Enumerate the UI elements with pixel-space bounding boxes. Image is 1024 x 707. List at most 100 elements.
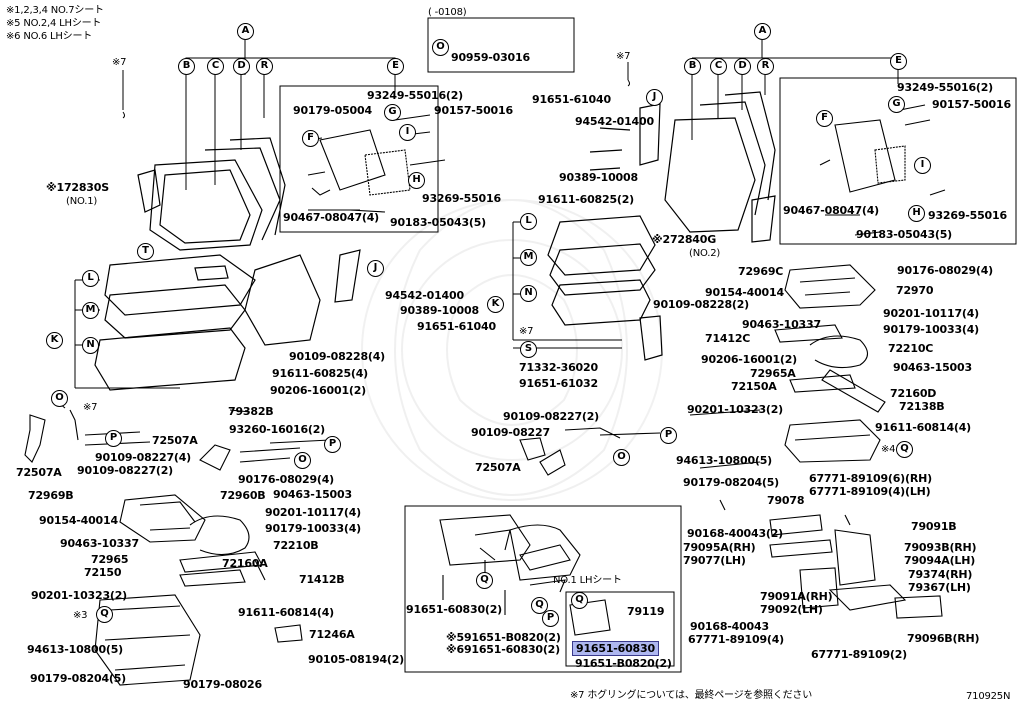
part-label: 79367(LH) — [908, 581, 971, 594]
callout-L: L — [520, 213, 537, 230]
part-label: ※4 — [881, 444, 896, 455]
part-label: 72965A — [750, 367, 796, 380]
callout-L: L — [82, 270, 99, 287]
callout-G: G — [888, 96, 905, 113]
part-label: 90179-08204(5) — [683, 476, 780, 489]
callout-I: I — [399, 124, 416, 141]
callout-K: K — [46, 332, 63, 349]
part-label: 90206-16001(2) — [270, 384, 367, 397]
part-label: 90183-05043(5) — [856, 228, 953, 241]
callout-R: R — [256, 58, 273, 75]
frame-left-detail — [279, 85, 439, 233]
callout-M: M — [520, 249, 537, 266]
part-label: (NO.1) — [66, 196, 98, 207]
callout-N: N — [520, 285, 537, 302]
part-label: ※272840G — [652, 233, 717, 246]
callout-B: B — [684, 58, 701, 75]
part-label: ※591651-B0820(2) — [446, 631, 561, 644]
part-label: 90109-08227 — [471, 426, 550, 439]
footer-note: ※7 ホグリングについては、最終ページを参照ください — [570, 690, 813, 701]
part-label: 93249-55016(2) — [367, 89, 464, 102]
part-label: 72970 — [896, 284, 934, 297]
part-label: 72960B — [220, 489, 266, 502]
callout-O: O — [51, 390, 68, 407]
header-note-3: ※6 NO.6 LHシート — [6, 31, 93, 42]
right-frame-inner — [819, 104, 946, 236]
part-label: 90179-08204(5) — [30, 672, 127, 685]
part-label: 72138B — [899, 400, 945, 413]
header-note-2: ※5 NO.2,4 LHシート — [6, 18, 102, 29]
part-label: 79094A(LH) — [904, 554, 976, 567]
part-label: ※7 — [616, 51, 631, 62]
part-label: 90201-10117(4) — [265, 506, 362, 519]
part-label-highlighted[interactable]: 91651-60830 — [572, 641, 659, 656]
part-label: 90179-08026 — [183, 678, 262, 691]
callout-Q: Q — [571, 592, 588, 609]
frame-date-box — [427, 17, 575, 73]
part-label: 90463-10337 — [742, 318, 821, 331]
right-mechanism — [519, 264, 943, 619]
part-label: ※7 — [112, 57, 127, 68]
part-label: 72969C — [738, 265, 784, 278]
right-seat — [547, 91, 776, 361]
part-label: 71412C — [705, 332, 751, 345]
callout-K: K — [487, 296, 504, 313]
part-label: 79093B(RH) — [904, 541, 977, 554]
part-label: 79092(LH) — [760, 603, 823, 616]
part-label: 90154-40014 — [39, 514, 118, 527]
part-label: 90201-10323(2) — [31, 589, 128, 602]
part-label: 90463-15003 — [273, 488, 352, 501]
callout-E: E — [890, 53, 907, 70]
callout-P: P — [324, 436, 341, 453]
part-label: 90176-08029(4) — [238, 473, 335, 486]
callout-D: D — [233, 58, 250, 75]
part-label: 90201-10117(4) — [883, 307, 980, 320]
callout-C: C — [710, 58, 727, 75]
part-label: 90109-08228(4) — [289, 350, 386, 363]
part-label: 79091B — [911, 520, 957, 533]
part-label: 72507A — [152, 434, 198, 447]
part-label: 90157-50016 — [932, 98, 1011, 111]
diagram-id: 710925N — [966, 691, 1011, 702]
part-label: 90109-08228(2) — [653, 298, 750, 311]
part-label: 93260-16016(2) — [229, 423, 326, 436]
part-label: 90176-08029(4) — [897, 264, 994, 277]
callout-P: P — [105, 430, 122, 447]
part-label: 72969B — [28, 489, 74, 502]
callout-D: D — [734, 58, 751, 75]
callout-G: G — [384, 104, 401, 121]
part-label: 79119 — [627, 605, 665, 618]
part-label: (NO.2) — [689, 248, 721, 259]
callout-R: R — [757, 58, 774, 75]
part-label: 72150A — [731, 380, 777, 393]
part-label: 72210C — [888, 342, 934, 355]
part-label: 67771-89109(6)(RH) — [809, 472, 932, 485]
part-label: 93269-55016 — [422, 192, 501, 205]
part-label: 71246A — [309, 628, 355, 641]
part-label: 67771-89109(2) — [811, 648, 908, 661]
part-label: ※7 — [519, 326, 534, 337]
callout-J: J — [646, 89, 663, 106]
part-label: 79091A(RH) — [760, 590, 833, 603]
callout-P: P — [542, 610, 559, 627]
part-label: 67771-89109(4)(LH) — [809, 485, 931, 498]
part-label: 90959-03016 — [451, 51, 530, 64]
part-label: 90201-10323(2) — [687, 403, 784, 416]
callout-O: O — [432, 39, 449, 56]
callout-S: S — [520, 341, 537, 358]
part-label: 91611-60814(4) — [238, 606, 335, 619]
part-label: 90168-40043(2) — [687, 527, 784, 540]
frame-no1-lh — [404, 505, 682, 673]
part-label: 90389-10008 — [559, 171, 638, 184]
callout-P: P — [660, 427, 677, 444]
no1-lh-drawing — [439, 514, 611, 636]
left-mechanism — [24, 399, 331, 686]
part-label: 72507A — [475, 461, 521, 474]
part-label: ※691651-60830(2) — [446, 643, 560, 656]
part-label: 79077(LH) — [683, 554, 746, 567]
part-label: 91611-60814(4) — [875, 421, 972, 434]
callout-A: A — [754, 23, 771, 40]
part-label: 72160D — [890, 387, 937, 400]
part-label: 90206-16001(2) — [701, 353, 798, 366]
